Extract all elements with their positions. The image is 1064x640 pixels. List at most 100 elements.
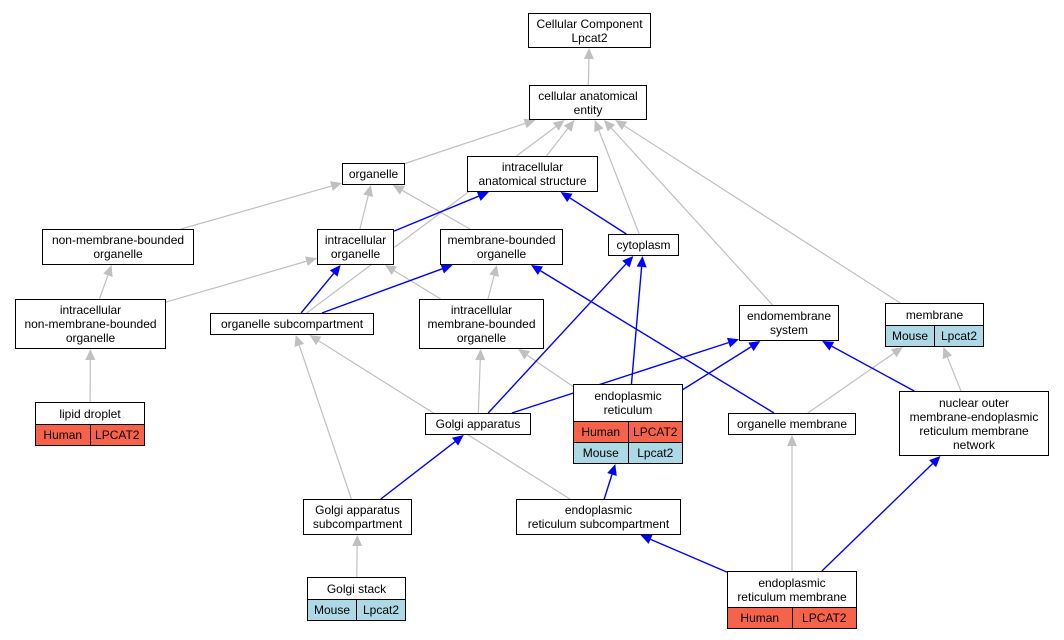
- edge-part-of-er-to-ems: [682, 346, 752, 391]
- node-organelle-membrane[interactable]: organelle membrane: [728, 413, 856, 435]
- edge-part-of-golgi-to-ems: [511, 341, 729, 414]
- node-intracellular-membrane-bounded-organelle[interactable]: intracellular membrane-bounded organelle: [419, 299, 544, 349]
- node-cellular-component[interactable]: Cellular Component Lpcat2: [528, 13, 651, 48]
- node-label-line: organelle: [65, 331, 116, 345]
- node-intracellular-organelle[interactable]: intracellular organelle: [317, 229, 394, 265]
- edge-part-of-nomer-to-ems: [831, 345, 915, 392]
- edge-arrowhead: [392, 185, 405, 195]
- species-badge-mouse: Mouse: [308, 600, 356, 620]
- node-er-subcompartment[interactable]: endoplasmic reticulum subcompartment: [516, 499, 681, 535]
- species-badge-human: Human: [574, 422, 628, 442]
- edge-arrowhead: [929, 456, 941, 468]
- edge-part-of-gasc-to-golgi: [380, 441, 456, 500]
- edge-arrowhead: [560, 192, 573, 203]
- edge-arrowhead: [787, 435, 797, 446]
- node-label-line: reticulum subcompartment: [527, 517, 670, 531]
- edge-arrowhead: [748, 341, 761, 352]
- edge-arrowhead: [603, 120, 616, 132]
- edge-is-a-gasc-to-osc: [298, 345, 352, 500]
- node-endoplasmic-reticulum[interactable]: endoplasmic reticulum Human LPCAT2 Mouse…: [573, 384, 683, 464]
- edge-is-a-mbo-to-organelle: [402, 189, 471, 230]
- annotation-row: Human LPCAT2: [36, 424, 144, 445]
- node-cytoplasm[interactable]: cytoplasm: [608, 234, 679, 256]
- node-membrane-bounded-organelle[interactable]: membrane-bounded organelle: [440, 229, 563, 265]
- node-label-line: reticulum: [603, 403, 653, 417]
- edge-is-a-om-to-membrane: [807, 352, 895, 414]
- annotation-row: Mouse Lpcat2: [308, 599, 405, 620]
- edge-is-a-inmbo-to-nmbo: [98, 275, 109, 300]
- gene-badge: LPCAT2: [89, 425, 144, 445]
- edge-arrowhead: [329, 265, 341, 277]
- node-organelle-subcompartment[interactable]: organelle subcompartment: [210, 313, 374, 335]
- edge-is-a-inmbo-to-io: [165, 260, 307, 303]
- node-golgi-apparatus-subcompartment[interactable]: Golgi apparatus subcompartment: [303, 499, 412, 535]
- edge-arrowhead: [384, 265, 397, 276]
- edge-arrowhead: [563, 120, 575, 132]
- node-non-membrane-bounded-organelle[interactable]: non-membrane-bounded organelle: [42, 229, 194, 265]
- edge-arrowhead: [352, 535, 363, 547]
- node-intracellular-non-membrane-bounded-organelle[interactable]: intracellular non-membrane-bounded organ…: [15, 299, 166, 349]
- node-nuclear-outer-membrane-er-network[interactable]: nuclear outer membrane-endoplasmic retic…: [899, 391, 1049, 456]
- node-intracellular-anatomical-structure[interactable]: intracellular anatomical structure: [467, 156, 598, 192]
- edge-part-of-osc-to-mbo: [321, 268, 443, 314]
- node-label-line: non-membrane-bounded: [24, 317, 157, 331]
- edge-arrowhead: [476, 191, 489, 201]
- node-golgi-apparatus[interactable]: Golgi apparatus: [425, 413, 531, 435]
- node-label-line: network: [952, 437, 996, 452]
- node-label-line: endoplasmic: [758, 575, 826, 590]
- node-label-line: intracellular: [324, 233, 387, 247]
- edge-arrowhead: [636, 256, 647, 268]
- node-membrane[interactable]: membrane Mouse Lpcat2: [885, 303, 984, 347]
- node-label-line: organelle subcompartment: [220, 317, 364, 331]
- node-label-line: Golgi stack: [326, 581, 387, 596]
- node-label-line: organelle: [93, 247, 143, 261]
- node-golgi-stack[interactable]: Golgi stack Mouse Lpcat2: [307, 577, 406, 621]
- node-label-line: membrane-bounded: [427, 317, 536, 331]
- edge-arrowhead: [622, 256, 634, 268]
- node-label-line: cytoplasm: [616, 238, 671, 252]
- node-label-line: lipid droplet: [59, 406, 121, 421]
- gene-badge: Lpcat2: [627, 443, 682, 463]
- node-label-line: Golgi apparatus: [435, 417, 521, 431]
- edge-arrowhead: [294, 335, 305, 348]
- node-endomembrane-system[interactable]: endomembrane system: [739, 305, 839, 341]
- node-label-line: reticulum membrane: [919, 423, 1029, 438]
- edge-arrowhead: [523, 118, 536, 129]
- annotation-row: Human LPCAT2: [574, 421, 682, 442]
- annotation-row: Mouse Lpcat2: [574, 442, 682, 463]
- edge-is-a-imbo-to-mbo: [487, 275, 495, 300]
- edge-is-a-cytoplasm-to-cae: [598, 130, 640, 235]
- edge-arrowhead: [309, 335, 322, 346]
- edge-arrowhead: [451, 435, 464, 446]
- node-er-membrane[interactable]: endoplasmic reticulum membrane Human LPC…: [727, 571, 857, 629]
- node-cellular-anatomical-entity[interactable]: cellular anatomical entity: [529, 85, 647, 120]
- edge-is-a-nmbo-to-organelle: [180, 185, 332, 230]
- node-label-line: endomembrane: [746, 309, 832, 323]
- edge-arrowhead: [607, 464, 617, 476]
- node-label-line: membrane-bounded: [447, 233, 556, 247]
- node-label-line: intracellular: [59, 303, 122, 317]
- node-label-line: organelle: [456, 331, 507, 345]
- edge-part-of-io-to-ias: [393, 195, 479, 232]
- edge-is-a-membrane-to-cae: [624, 125, 901, 304]
- node-label-line: non-membrane-bounded: [51, 233, 185, 247]
- node-label-line: organelle: [348, 167, 399, 181]
- node-organelle[interactable]: organelle: [342, 163, 405, 185]
- node-lipid-droplet[interactable]: lipid droplet Human LPCAT2: [35, 402, 145, 446]
- node-label-line: organelle: [476, 247, 527, 261]
- edge-is-a-imbo-to-io: [394, 270, 441, 300]
- edge-part-of-erm-to-ersc: [650, 538, 728, 573]
- edge-is-a-organelle-to-cae: [404, 122, 526, 165]
- gene-badge: Lpcat2: [934, 326, 983, 346]
- node-label-line: intracellular: [450, 303, 513, 317]
- edge-is-a-ias-to-cae: [545, 128, 569, 157]
- edge-arrowhead: [475, 349, 486, 361]
- node-label-line: system: [769, 323, 808, 337]
- node-label-line: organelle membrane: [736, 417, 848, 431]
- edge-arrowhead: [363, 185, 374, 197]
- node-label-line: Lpcat2: [571, 30, 608, 45]
- node-label-line: Golgi apparatus: [315, 503, 400, 517]
- edge-arrowhead: [330, 181, 342, 191]
- edge-is-a-ems-to-cae: [610, 127, 774, 306]
